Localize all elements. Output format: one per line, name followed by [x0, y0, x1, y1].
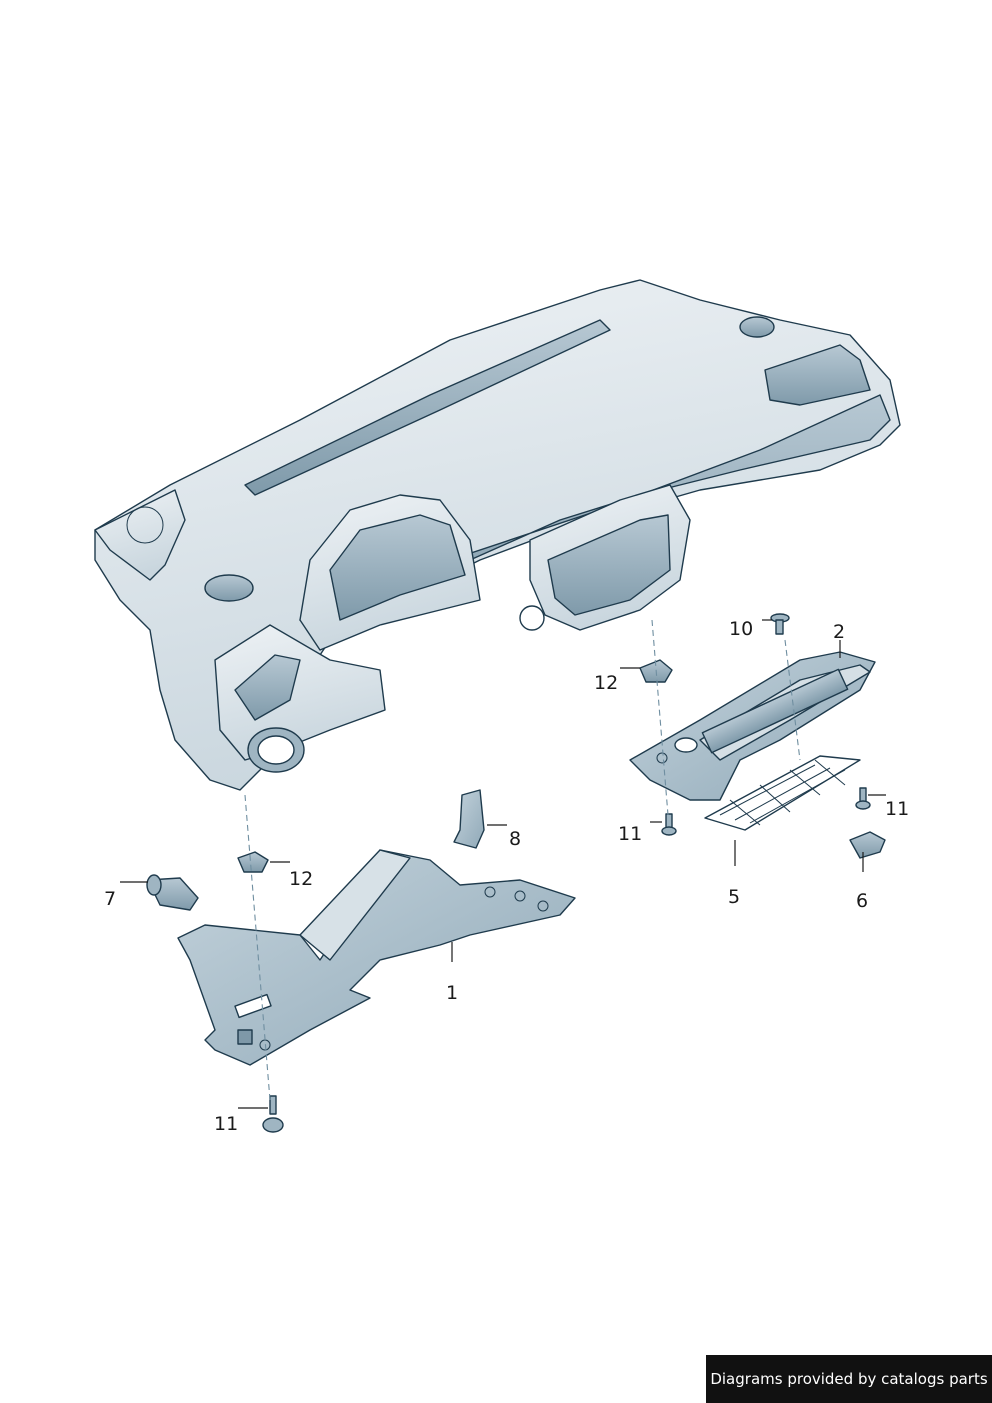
- part-11-screw-right: [855, 787, 871, 810]
- part-5-grille: [704, 755, 861, 831]
- callout-1: 1: [446, 982, 458, 1004]
- callout-11-right: 11: [885, 798, 909, 820]
- part-11-screw-bottom: [262, 1095, 284, 1133]
- part-10-screw: [770, 613, 790, 635]
- dashboard-panel: [94, 279, 901, 791]
- callout-12-right: 12: [594, 672, 618, 694]
- callout-10: 10: [729, 618, 753, 640]
- part-1-lower-trim: [177, 849, 576, 1066]
- part-8-bracket: [453, 789, 485, 849]
- callout-8: 8: [509, 828, 521, 850]
- callout-7: 7: [104, 888, 116, 910]
- callout-2: 2: [833, 621, 845, 643]
- callout-12-left: 12: [289, 868, 313, 890]
- part-6-clip: [849, 831, 886, 859]
- callout-11-bottom: 11: [214, 1113, 238, 1135]
- callout-5: 5: [728, 886, 740, 908]
- assembly-lines: [244, 619, 801, 1101]
- leader-lines: [120, 619, 886, 1109]
- part-2-upper-panel: [629, 651, 876, 801]
- part-12-clip-nut-left: [237, 851, 269, 873]
- callout-11-center: 11: [618, 823, 642, 845]
- part-11-screw-center: [661, 813, 677, 836]
- footer-credit: Diagrams provided by catalogs parts: [706, 1355, 992, 1403]
- callout-6: 6: [856, 890, 868, 912]
- part-7-connector: [146, 874, 199, 911]
